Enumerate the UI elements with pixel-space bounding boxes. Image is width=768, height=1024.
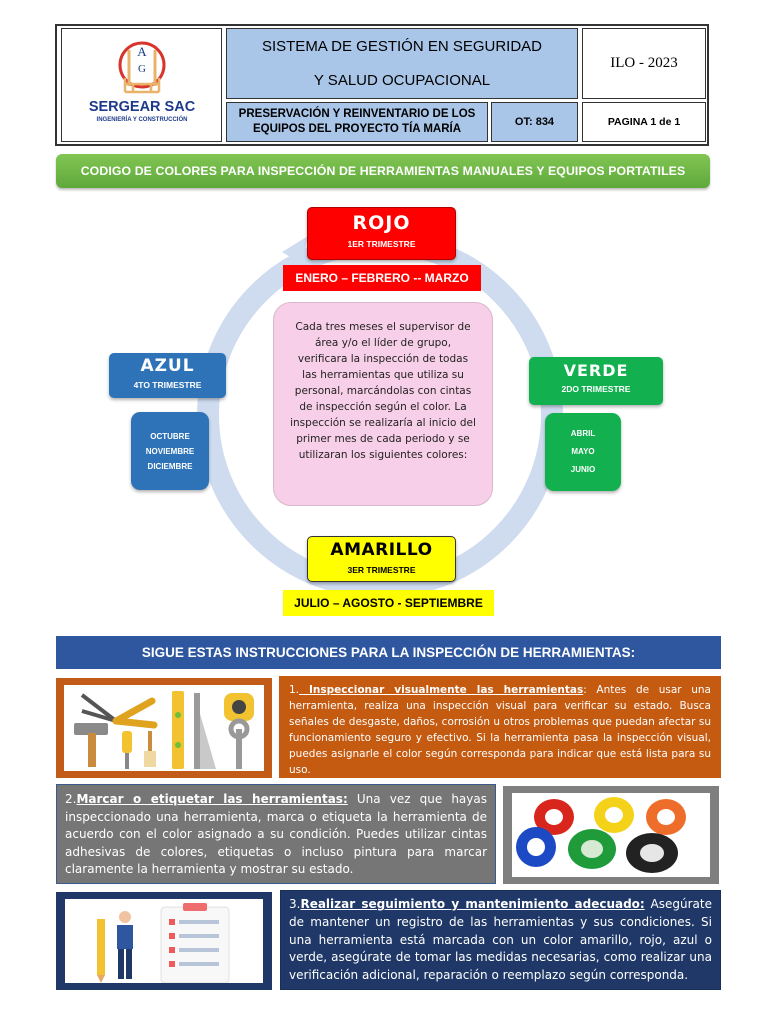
checklist-illustration [97, 903, 230, 984]
system-title-line1: SISTEMA DE GESTIÓN EN SEGURIDAD [261, 37, 543, 55]
season-amarillo-name: AMARILLO [330, 540, 433, 560]
cycle-arrow-head [282, 236, 308, 264]
instruction-3-heading: Realizar seguimiento y mantenimiento ade… [300, 897, 645, 911]
season-rojo: ROJO 1ER TRIMESTRE [307, 207, 456, 260]
instruction-2: 2.Marcar o etiquetar las herramientas: U… [56, 784, 496, 884]
instruction-1-heading: Inspeccionar visualmente las herramienta… [299, 684, 584, 696]
level-icon [172, 691, 184, 769]
month-item: OCTUBRE [150, 431, 190, 441]
wrench-icon [228, 718, 250, 769]
project-title-line2: EQUIPOS DEL PROYECTO TÍA MARÍA [252, 123, 462, 135]
sergear-logo: A G SERGEAR SAC INGENIERÍA Y CONSTRUCCIÓ… [88, 41, 195, 123]
location-year: ILO - 2023 [582, 28, 706, 99]
season-verde: VERDE 2DO TRIMESTRE [529, 357, 663, 405]
instruction-1-body: : Antes de usar una herramienta, realiza… [289, 684, 711, 776]
instruction-1-number: 1. [289, 684, 300, 696]
instruction-1: 1. Inspeccionar visualmente las herramie… [279, 676, 721, 778]
system-title-line2: Y SALUD OCUPACIONAL [313, 71, 491, 89]
person-icon [117, 911, 133, 979]
month-item: NOVIEMBRE [145, 446, 195, 456]
tape-image-frame [503, 786, 719, 884]
season-amarillo-months: JULIO – AGOSTO - SEPTIEMBRE [283, 590, 494, 616]
page-number: PAGINA 1 de 1 [582, 102, 706, 142]
work-order: OT: 834 [491, 102, 578, 142]
brush-icon [144, 731, 156, 767]
header-table [55, 24, 709, 146]
season-verde-name: VERDE [563, 361, 629, 380]
hand-tools-illustration [74, 691, 254, 769]
month-item: MAYO [571, 447, 595, 456]
checklist-image-frame [56, 892, 272, 990]
season-rojo-months: ENERO – FEBRERO -- MARZO [283, 265, 481, 291]
instruction-3: 3.Realizar seguimiento y mantenimiento a… [280, 890, 721, 990]
season-azul-name: AZUL [140, 356, 195, 376]
season-azul-months: OCTUBRE NOVIEMBRE DICIEMBRE [131, 412, 209, 490]
saw-icon [194, 693, 216, 769]
season-azul: AZUL 4TO TRIMESTRE [109, 353, 226, 398]
instruction-2-heading: Marcar o etiquetar las herramientas: [76, 792, 348, 806]
svg-text:SERGEAR SAC: SERGEAR SAC [88, 99, 195, 115]
tape-measure-icon [224, 693, 254, 721]
svg-text:A: A [137, 44, 147, 59]
instruction-3-number: 3. [289, 897, 301, 911]
month-item: JUNIO [570, 465, 596, 474]
project-title: PRESERVACIÓN Y REINVENTARIO DE LOS EQUIP… [226, 102, 488, 142]
season-amarillo-trimester: 3ER TRIMESTRE [347, 565, 416, 575]
svg-text:INGENIERÍA Y CONSTRUCCIÓN: INGENIERÍA Y CONSTRUCCIÓN [96, 115, 187, 123]
center-explanation: Cada tres meses el supervisor de área y/… [273, 302, 493, 506]
season-verde-months: ABRIL MAYO JUNIO [545, 413, 621, 491]
pliers-icon [80, 693, 158, 729]
tools-image-frame [56, 678, 272, 778]
season-rojo-name: ROJO [352, 212, 411, 234]
month-item: DICIEMBRE [147, 461, 193, 471]
month-item: ABRIL [570, 429, 596, 438]
system-title: SISTEMA DE GESTIÓN EN SEGURIDAD Y SALUD … [226, 28, 578, 99]
colored-tapes-illustration [516, 797, 686, 873]
clipboard-icon [160, 903, 230, 984]
instruction-2-number: 2. [65, 792, 77, 806]
instruction-3-body: Asegúrate de mantener un registro de las… [289, 897, 712, 983]
color-code-banner: CODIGO DE COLORES PARA INSPECCIÓN DE HER… [56, 154, 710, 188]
svg-text:G: G [138, 63, 146, 75]
pencil-icon [97, 919, 105, 983]
hammer-icon [74, 723, 108, 767]
screwdriver-icon [122, 731, 132, 769]
company-logo-cell: A G SERGEAR SAC INGENIERÍA Y CONSTRUCCIÓ… [61, 28, 222, 142]
instruction-2-body: Una vez que hayas inspeccionado una herr… [65, 792, 487, 876]
tape-roll-icon [516, 797, 686, 873]
instructions-title: SIGUE ESTAS INSTRUCCIONES PARA LA INSPEC… [56, 636, 721, 669]
season-amarillo: AMARILLO 3ER TRIMESTRE [307, 536, 456, 582]
season-rojo-trimester: 1ER TRIMESTRE [347, 239, 416, 249]
project-title-line1: PRESERVACIÓN Y REINVENTARIO DE LOS [238, 108, 476, 120]
season-azul-trimester: 4TO TRIMESTRE [133, 380, 202, 390]
season-verde-trimester: 2DO TRIMESTRE [561, 384, 631, 394]
